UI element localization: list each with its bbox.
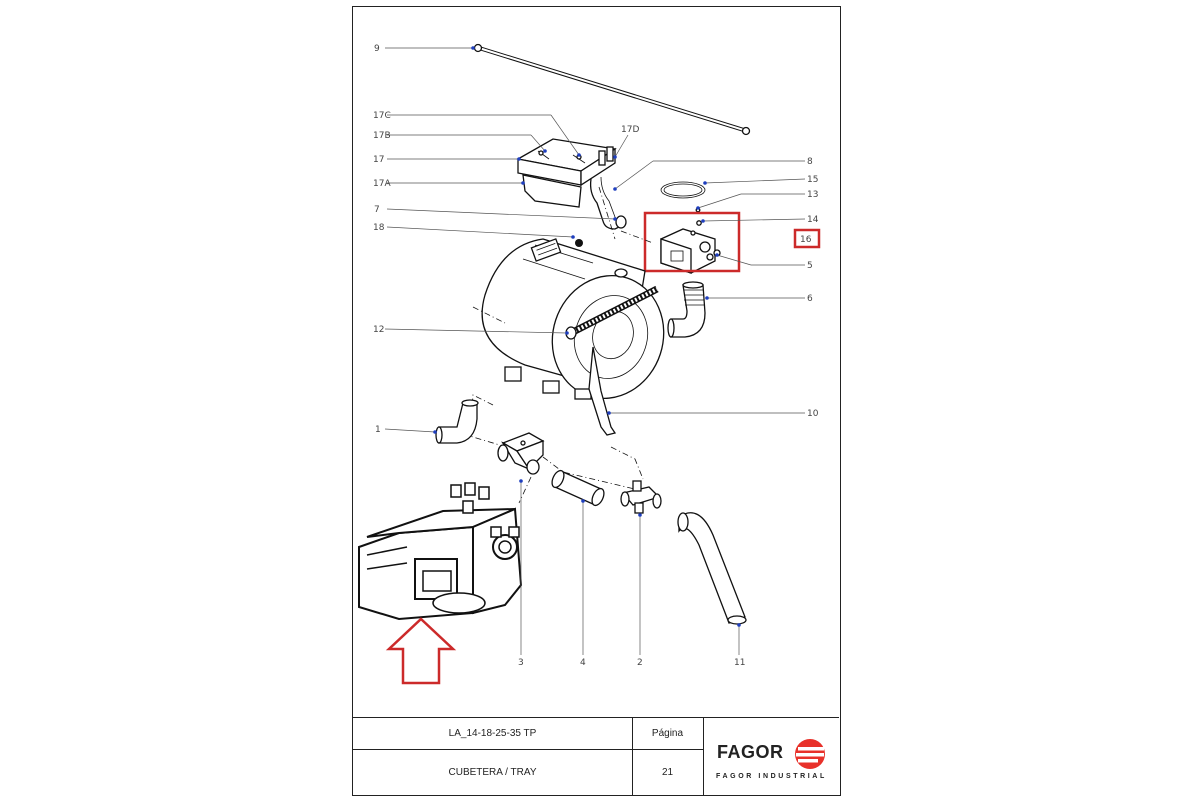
brand-subtitle: FAGOR INDUSTRIAL	[716, 773, 827, 780]
callout-16: 16	[800, 235, 812, 245]
brand-logo-text: FAGOR	[717, 742, 784, 762]
callout-10: 10	[807, 409, 819, 419]
callout-17d: 17D	[621, 125, 639, 135]
callout-17a: 17A	[373, 179, 391, 189]
callout-15: 15	[807, 175, 818, 185]
part-2-y-connector	[620, 480, 662, 514]
part-9-rod	[473, 43, 751, 136]
part-12-spray-rod	[565, 285, 659, 340]
callout-1: 1	[375, 425, 381, 435]
callout-leaders	[384, 46, 806, 655]
title-block: LA_14-18-25-35 TP Página CUBETERA / TRAY…	[353, 717, 839, 796]
part-3-t-connector	[497, 432, 545, 475]
callout-17b: 17B	[373, 131, 391, 141]
part-7-hose	[589, 176, 627, 230]
fagor-logo-icon	[795, 739, 825, 769]
highlight-box-label-16	[793, 228, 821, 249]
callout-4: 4	[580, 658, 586, 668]
part-10-drain-pipe	[588, 346, 617, 436]
part-1-elbow	[435, 399, 479, 444]
callout-5: 5	[807, 261, 813, 271]
callout-17c: 17C	[373, 111, 391, 121]
part-6-bellows-elbow	[667, 281, 706, 338]
drum	[481, 238, 665, 400]
part-4-tube	[551, 469, 605, 507]
callout-13: 13	[807, 190, 818, 200]
sheet-description: CUBETERA / TRAY	[448, 767, 537, 778]
callout-3: 3	[518, 658, 524, 668]
callout-18: 18	[373, 223, 385, 233]
callout-8: 8	[807, 157, 813, 167]
part-11-curved-hose	[677, 512, 747, 625]
part-15-o-ring	[660, 181, 706, 199]
exploded-parts-diagram: 9 17C 17B 17 17A 17D 8 15 13 7 14 18 16 …	[358, 43, 821, 685]
callout-14: 14	[807, 215, 819, 225]
callout-7: 7	[374, 205, 380, 215]
parts-sheet: 9 17C 17B 17 17A 17D 8 15 13 7 14 18 16 …	[352, 6, 841, 796]
callout-12: 12	[373, 325, 384, 335]
part-16-pump	[660, 228, 721, 274]
part-17-valve-block	[516, 138, 617, 208]
callout-17: 17	[373, 155, 384, 165]
callout-9: 9	[374, 44, 380, 54]
page-label: Página	[651, 728, 684, 739]
callout-6: 6	[807, 294, 813, 304]
highlight-arrow	[385, 617, 457, 685]
part-14-nut	[696, 220, 702, 226]
callout-2: 2	[637, 658, 643, 668]
highlight-box-pump	[643, 211, 741, 273]
tray-photo-inset	[358, 482, 523, 621]
callout-11: 11	[734, 658, 745, 668]
model-code: LA_14-18-25-35 TP	[448, 728, 537, 739]
page-number: 21	[661, 767, 674, 778]
